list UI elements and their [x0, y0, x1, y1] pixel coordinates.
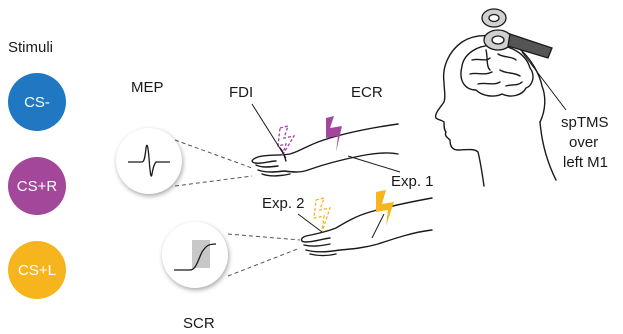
upper-arm-hand: [252, 124, 398, 176]
ecr-label: ECR: [351, 85, 383, 100]
fdi-label: FDI: [229, 85, 253, 100]
stimulus-cs-minus-label: CS-: [24, 94, 50, 111]
lightning-bolt-purple-icon: [326, 116, 342, 152]
tms-label-line3: left M1: [563, 155, 608, 170]
exp2-leader: [298, 214, 322, 232]
scr-waveform-bubble: [162, 222, 228, 288]
exp2-label: Exp. 2: [262, 196, 305, 211]
head-brain-icon: [436, 36, 556, 186]
mep-connector-top: [175, 140, 252, 168]
tms-label-line1: spTMS: [561, 115, 609, 130]
exp1-lower-leader: [372, 214, 384, 238]
scr-connector-top: [228, 234, 300, 240]
lightning-bolt-outline-purple-icon: [278, 126, 294, 156]
tms-label-line2: over: [569, 135, 598, 150]
stimulus-cs-plus-l: CS+L: [8, 241, 66, 299]
scr-label: SCR: [183, 316, 215, 331]
lightning-bolt-yellow-icon: [376, 190, 394, 226]
scr-connector-bottom: [228, 248, 300, 276]
stimulus-cs-plus-r: CS+R: [8, 157, 66, 215]
stimuli-title: Stimuli: [8, 40, 53, 55]
exp1-leader: [348, 156, 400, 172]
fdi-leader: [252, 104, 286, 158]
scr-waveform-icon: [162, 222, 228, 288]
mep-waveform-bubble: [116, 128, 182, 194]
lightning-bolt-outline-yellow-icon: [314, 198, 330, 232]
stimulus-cs-plus-r-label: CS+R: [17, 178, 57, 195]
mep-waveform-icon: [116, 128, 182, 194]
stimulus-cs-minus: CS-: [8, 73, 66, 131]
stimulus-cs-plus-l-label: CS+L: [18, 262, 56, 279]
mep-label: MEP: [131, 80, 164, 95]
exp1-label: Exp. 1: [391, 174, 434, 189]
mep-connector-bottom: [175, 176, 252, 186]
